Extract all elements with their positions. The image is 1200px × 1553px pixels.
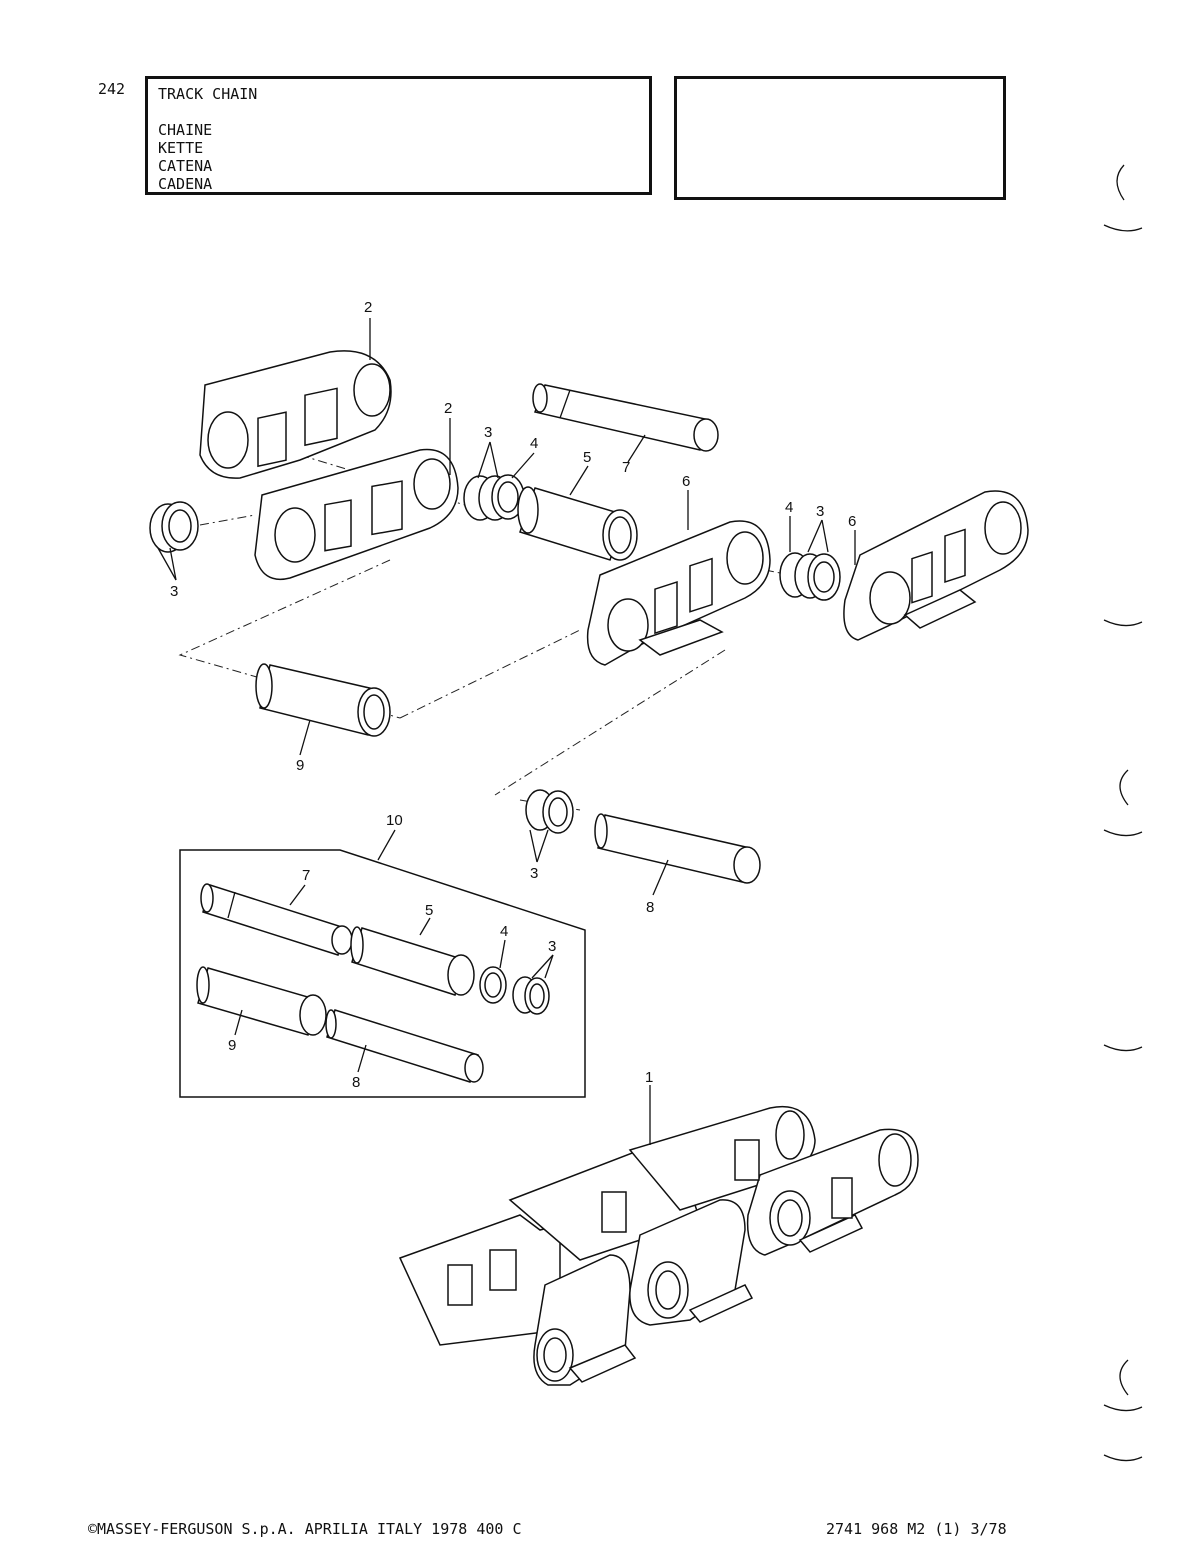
seal-lower — [525, 789, 574, 834]
pin-upper — [532, 383, 719, 452]
callout-3-lower-seal: 3 — [530, 865, 538, 882]
callout-3-left-seal: 3 — [170, 583, 178, 600]
callout-10-kit: 10 — [386, 812, 403, 829]
track-link-rear — [199, 350, 392, 479]
callout-4-right-ring: 4 — [785, 499, 793, 516]
seal-left — [149, 501, 199, 553]
binder-marks — [1103, 164, 1143, 1462]
callout-7-kit-pin: 7 — [302, 867, 310, 884]
callout-3-kit-seal: 3 — [548, 938, 556, 955]
callout-3-right-seal: 3 — [816, 503, 824, 520]
callout-4-kit-ring: 4 — [500, 923, 508, 940]
callout-8-kit-pin: 8 — [352, 1074, 360, 1091]
callout-6-right-link: 6 — [848, 513, 856, 530]
callout-4-middle-ring: 4 — [530, 435, 538, 452]
title-box: TRACK CHAIN CHAINE KETTE CATENA CADENA — [145, 76, 652, 195]
assembled-chain — [398, 1106, 919, 1386]
track-link-middle — [586, 520, 771, 666]
title-spanish: CADENA — [158, 175, 213, 193]
callout-3-middle-seal: 3 — [484, 424, 492, 441]
callout-5-bushing: 5 — [583, 449, 591, 466]
callout-5-kit-bushing: 5 — [425, 902, 433, 919]
callout-9-bushing: 9 — [296, 757, 304, 774]
blank-info-box — [674, 76, 1006, 200]
callout-6-middle-link: 6 — [682, 473, 690, 490]
bushing-lower — [255, 663, 391, 737]
track-link-front — [254, 448, 459, 580]
bushing-upper — [517, 486, 638, 561]
title-english: TRACK CHAIN — [158, 85, 258, 103]
callout-2-rear-link: 2 — [364, 299, 372, 316]
callout-1-chain: 1 — [645, 1069, 653, 1086]
title-italian: CATENA — [158, 157, 213, 175]
page-number: 242 — [98, 80, 126, 98]
footer-part-code: 2741 968 M2 (1) 3/78 — [826, 1520, 1007, 1538]
leader-lines — [157, 318, 856, 1145]
callout-2-front-link: 2 — [444, 400, 452, 417]
callout-7-pin: 7 — [622, 459, 630, 476]
pin-lower — [594, 813, 761, 884]
seal-ring-right — [779, 552, 841, 601]
title-german: KETTE — [158, 139, 204, 157]
footer-copyright: ©MASSEY-FERGUSON S.p.A. APRILIA ITALY 19… — [88, 1520, 522, 1538]
callout-9-kit-bushing: 9 — [228, 1037, 236, 1054]
kit-box — [179, 849, 586, 1098]
title-french: CHAINE — [158, 121, 213, 139]
track-link-right — [843, 490, 1029, 641]
callout-8-pin: 8 — [646, 899, 654, 916]
seal-ring-middle — [463, 474, 525, 521]
